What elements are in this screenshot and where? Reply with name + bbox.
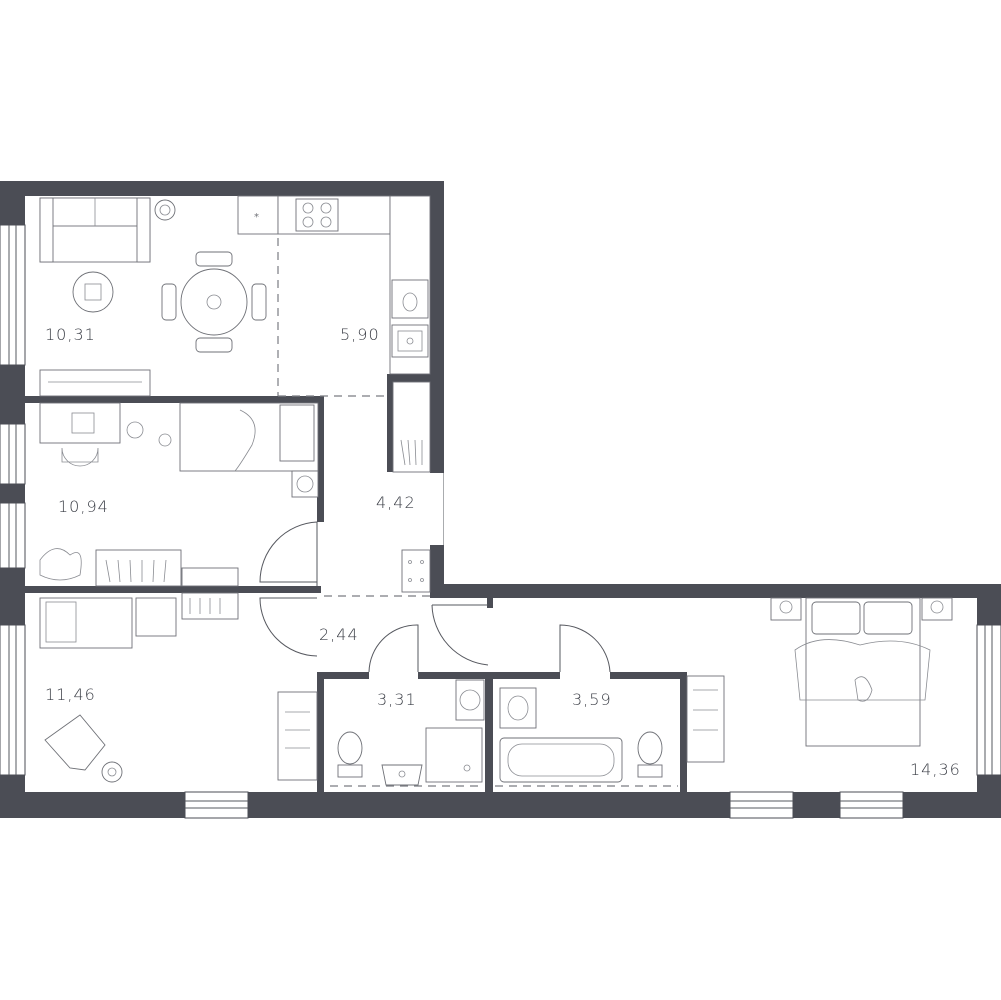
hallway-furniture (392, 381, 431, 593)
master-bedroom-furniture (686, 597, 953, 763)
living-room-furniture (39, 197, 267, 397)
shower-bathroom-fixtures (330, 679, 485, 787)
room-area-kitchen: 5,90 (340, 325, 380, 344)
room-area-master-bedroom: 14,36 (910, 760, 961, 779)
small-bedroom-furniture (39, 592, 318, 783)
windows (0, 224, 1001, 819)
room-area-tub-bathroom: 3,59 (572, 690, 612, 709)
interior-walls (25, 374, 687, 792)
room-area-small-bedroom: 11,46 (45, 685, 96, 704)
room-area-hallway: 4,42 (376, 493, 416, 512)
tub-bathroom-fixtures (495, 687, 678, 787)
kitchen-furniture: * (237, 195, 431, 375)
room-area-shower-bathroom: 3,31 (377, 690, 417, 709)
room-area-child-bedroom: 10,94 (58, 497, 109, 516)
room-area-corridor: 2,44 (319, 625, 359, 644)
child-bedroom-furniture (39, 402, 319, 587)
svg-text:*: * (254, 212, 259, 223)
room-area-living: 10,31 (45, 325, 96, 344)
